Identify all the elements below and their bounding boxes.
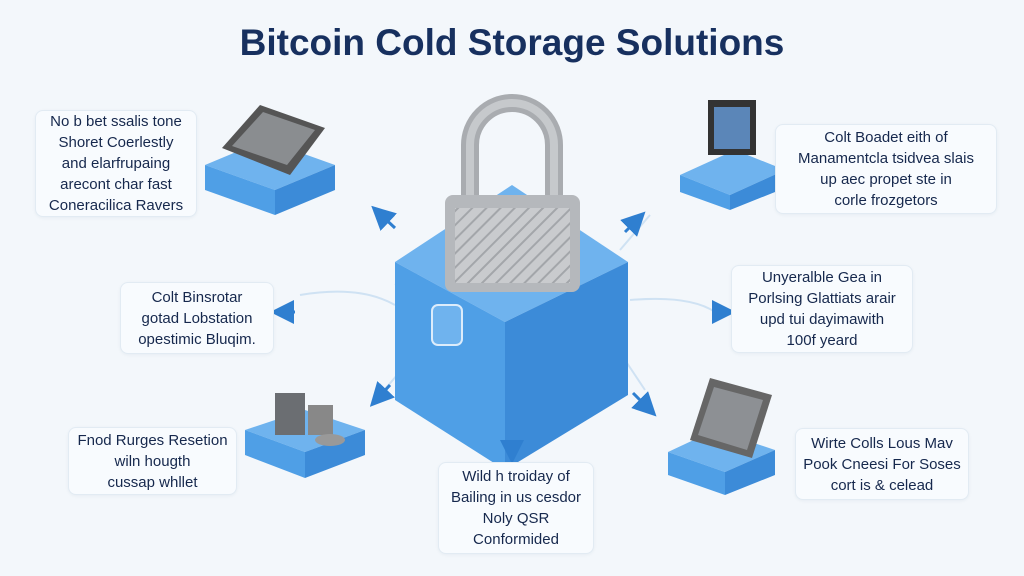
card-line: cussap whllet xyxy=(107,473,198,491)
card-line: Wild h troiday of xyxy=(462,468,570,485)
card-line: Pook Cneesi For Soses xyxy=(803,455,961,473)
server-cube-icon xyxy=(245,393,365,478)
card-line: Unyeralble Gea in xyxy=(761,269,883,286)
hardware-wallet-cube-icon xyxy=(205,105,335,215)
card-line: Fnod Rurges Resetion xyxy=(77,431,228,449)
card-line: and elarfrupaing xyxy=(61,155,171,172)
info-card-bottom-left: Fnod Rurges Resetion wiln hougth cussap … xyxy=(68,427,237,495)
info-card-bottom-right: Wirte Colls Lous Mav Pook Cneesi For Sos… xyxy=(795,428,969,500)
card-line: cort is & celead xyxy=(830,476,934,494)
info-card-top-right: Colt Boadet eith of Manamentcla tsidvea … xyxy=(775,124,997,214)
card-line: Bailing in us cesdor xyxy=(450,489,582,506)
page-title: Bitcoin Cold Storage Solutions xyxy=(239,22,785,63)
padlock-icon xyxy=(445,94,580,292)
info-card-mid-right: Unyeralble Gea in Porlsing Glattiats ara… xyxy=(731,265,913,353)
card-line: No b bet ssalis tone xyxy=(50,113,182,130)
info-card-top-left: No b bet ssalis tone Shoret Coerlestly a… xyxy=(35,110,197,217)
card-line: Noly QSR xyxy=(482,510,550,527)
computer-cube-icon xyxy=(680,100,785,210)
card-line: Coneracilica Ravers xyxy=(48,197,184,214)
shield-icon xyxy=(431,304,463,346)
drive-cube-icon xyxy=(668,378,775,495)
card-line: arecont char fast xyxy=(60,176,172,193)
card-line: corle frozgetors xyxy=(834,192,938,209)
card-line: 100f yeard xyxy=(786,332,858,349)
card-line: Wirte Colls Lous Mav xyxy=(811,434,953,452)
arrow-icons xyxy=(270,205,736,464)
card-line: Colt Boadet eith of xyxy=(824,129,948,146)
info-card-mid-left: Colt Binsrotar gotad Lobstation opestimi… xyxy=(120,282,274,354)
card-line: up aec propet ste in xyxy=(820,171,952,188)
card-line: Colt Binsrotar xyxy=(151,288,243,306)
card-line: upd tui dayimawith xyxy=(759,311,885,328)
card-line: gotad Lobstation xyxy=(141,309,253,327)
info-card-bottom-center: Wild h troiday of Bailing in us cesdor N… xyxy=(438,462,594,554)
card-line: Porlsing Glattiats arair xyxy=(748,290,896,307)
card-line: Conformided xyxy=(473,531,559,548)
card-line: Manamentcla tsidvea slais xyxy=(798,150,974,167)
card-line: Shoret Coerlestly xyxy=(58,134,174,151)
card-line: wiln hougth xyxy=(114,452,191,470)
card-line: opestimic Bluqim. xyxy=(138,330,256,348)
